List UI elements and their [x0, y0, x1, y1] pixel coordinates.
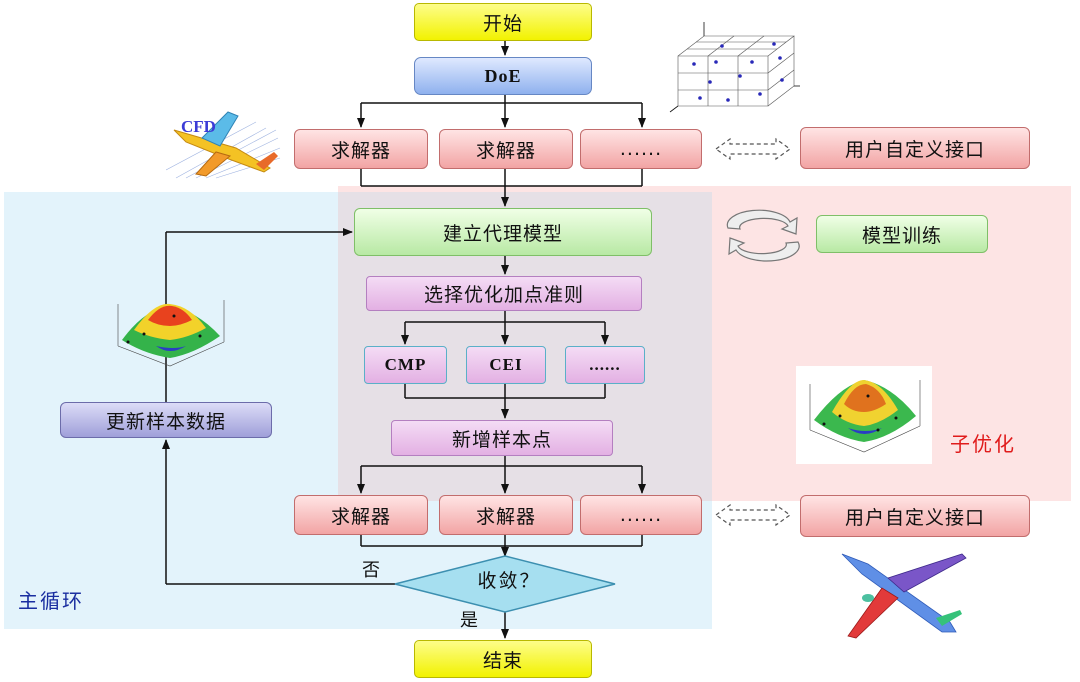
- cfd-label: CFD: [181, 117, 216, 137]
- user-interface-top: 用户自定义接口: [800, 127, 1030, 169]
- response-surface-plot-right: [796, 366, 932, 464]
- criterion-cei: CEI: [466, 346, 546, 384]
- airplane-model-image: [838, 548, 968, 640]
- user-interface-bottom: 用户自定义接口: [800, 495, 1030, 537]
- doe-sample-cube-image: [664, 18, 804, 116]
- select-criterion-node: 选择优化加点准则: [366, 276, 642, 311]
- solver-top-2: 求解器: [439, 129, 573, 169]
- criterion-more: ......: [565, 346, 645, 384]
- solver-top-more: ......: [580, 129, 702, 169]
- converge-label: 收敛？: [454, 566, 564, 593]
- surrogate-node: 建立代理模型: [354, 208, 652, 256]
- add-samples-node: 新增样本点: [391, 420, 613, 456]
- solver-top-1: 求解器: [294, 129, 428, 169]
- update-samples-node: 更新样本数据: [60, 402, 272, 438]
- sub-optimization-label: 子优化: [950, 428, 1016, 457]
- solver-bottom-1: 求解器: [294, 495, 428, 535]
- start-node: 开始: [414, 3, 592, 41]
- training-cycle-icon: [727, 210, 799, 261]
- solver-bottom-2: 求解器: [439, 495, 573, 535]
- response-surface-plot-left: [104, 290, 236, 376]
- yes-edge-label: 是: [460, 606, 478, 632]
- doe-node: DoE: [414, 57, 592, 95]
- end-node: 结束: [414, 640, 592, 678]
- model-training-node: 模型训练: [816, 215, 988, 253]
- solver-bottom-more: ......: [580, 495, 702, 535]
- criterion-cmp: CMP: [364, 346, 447, 384]
- main-loop-label: 主循环: [18, 585, 84, 614]
- no-edge-label: 否: [362, 556, 380, 582]
